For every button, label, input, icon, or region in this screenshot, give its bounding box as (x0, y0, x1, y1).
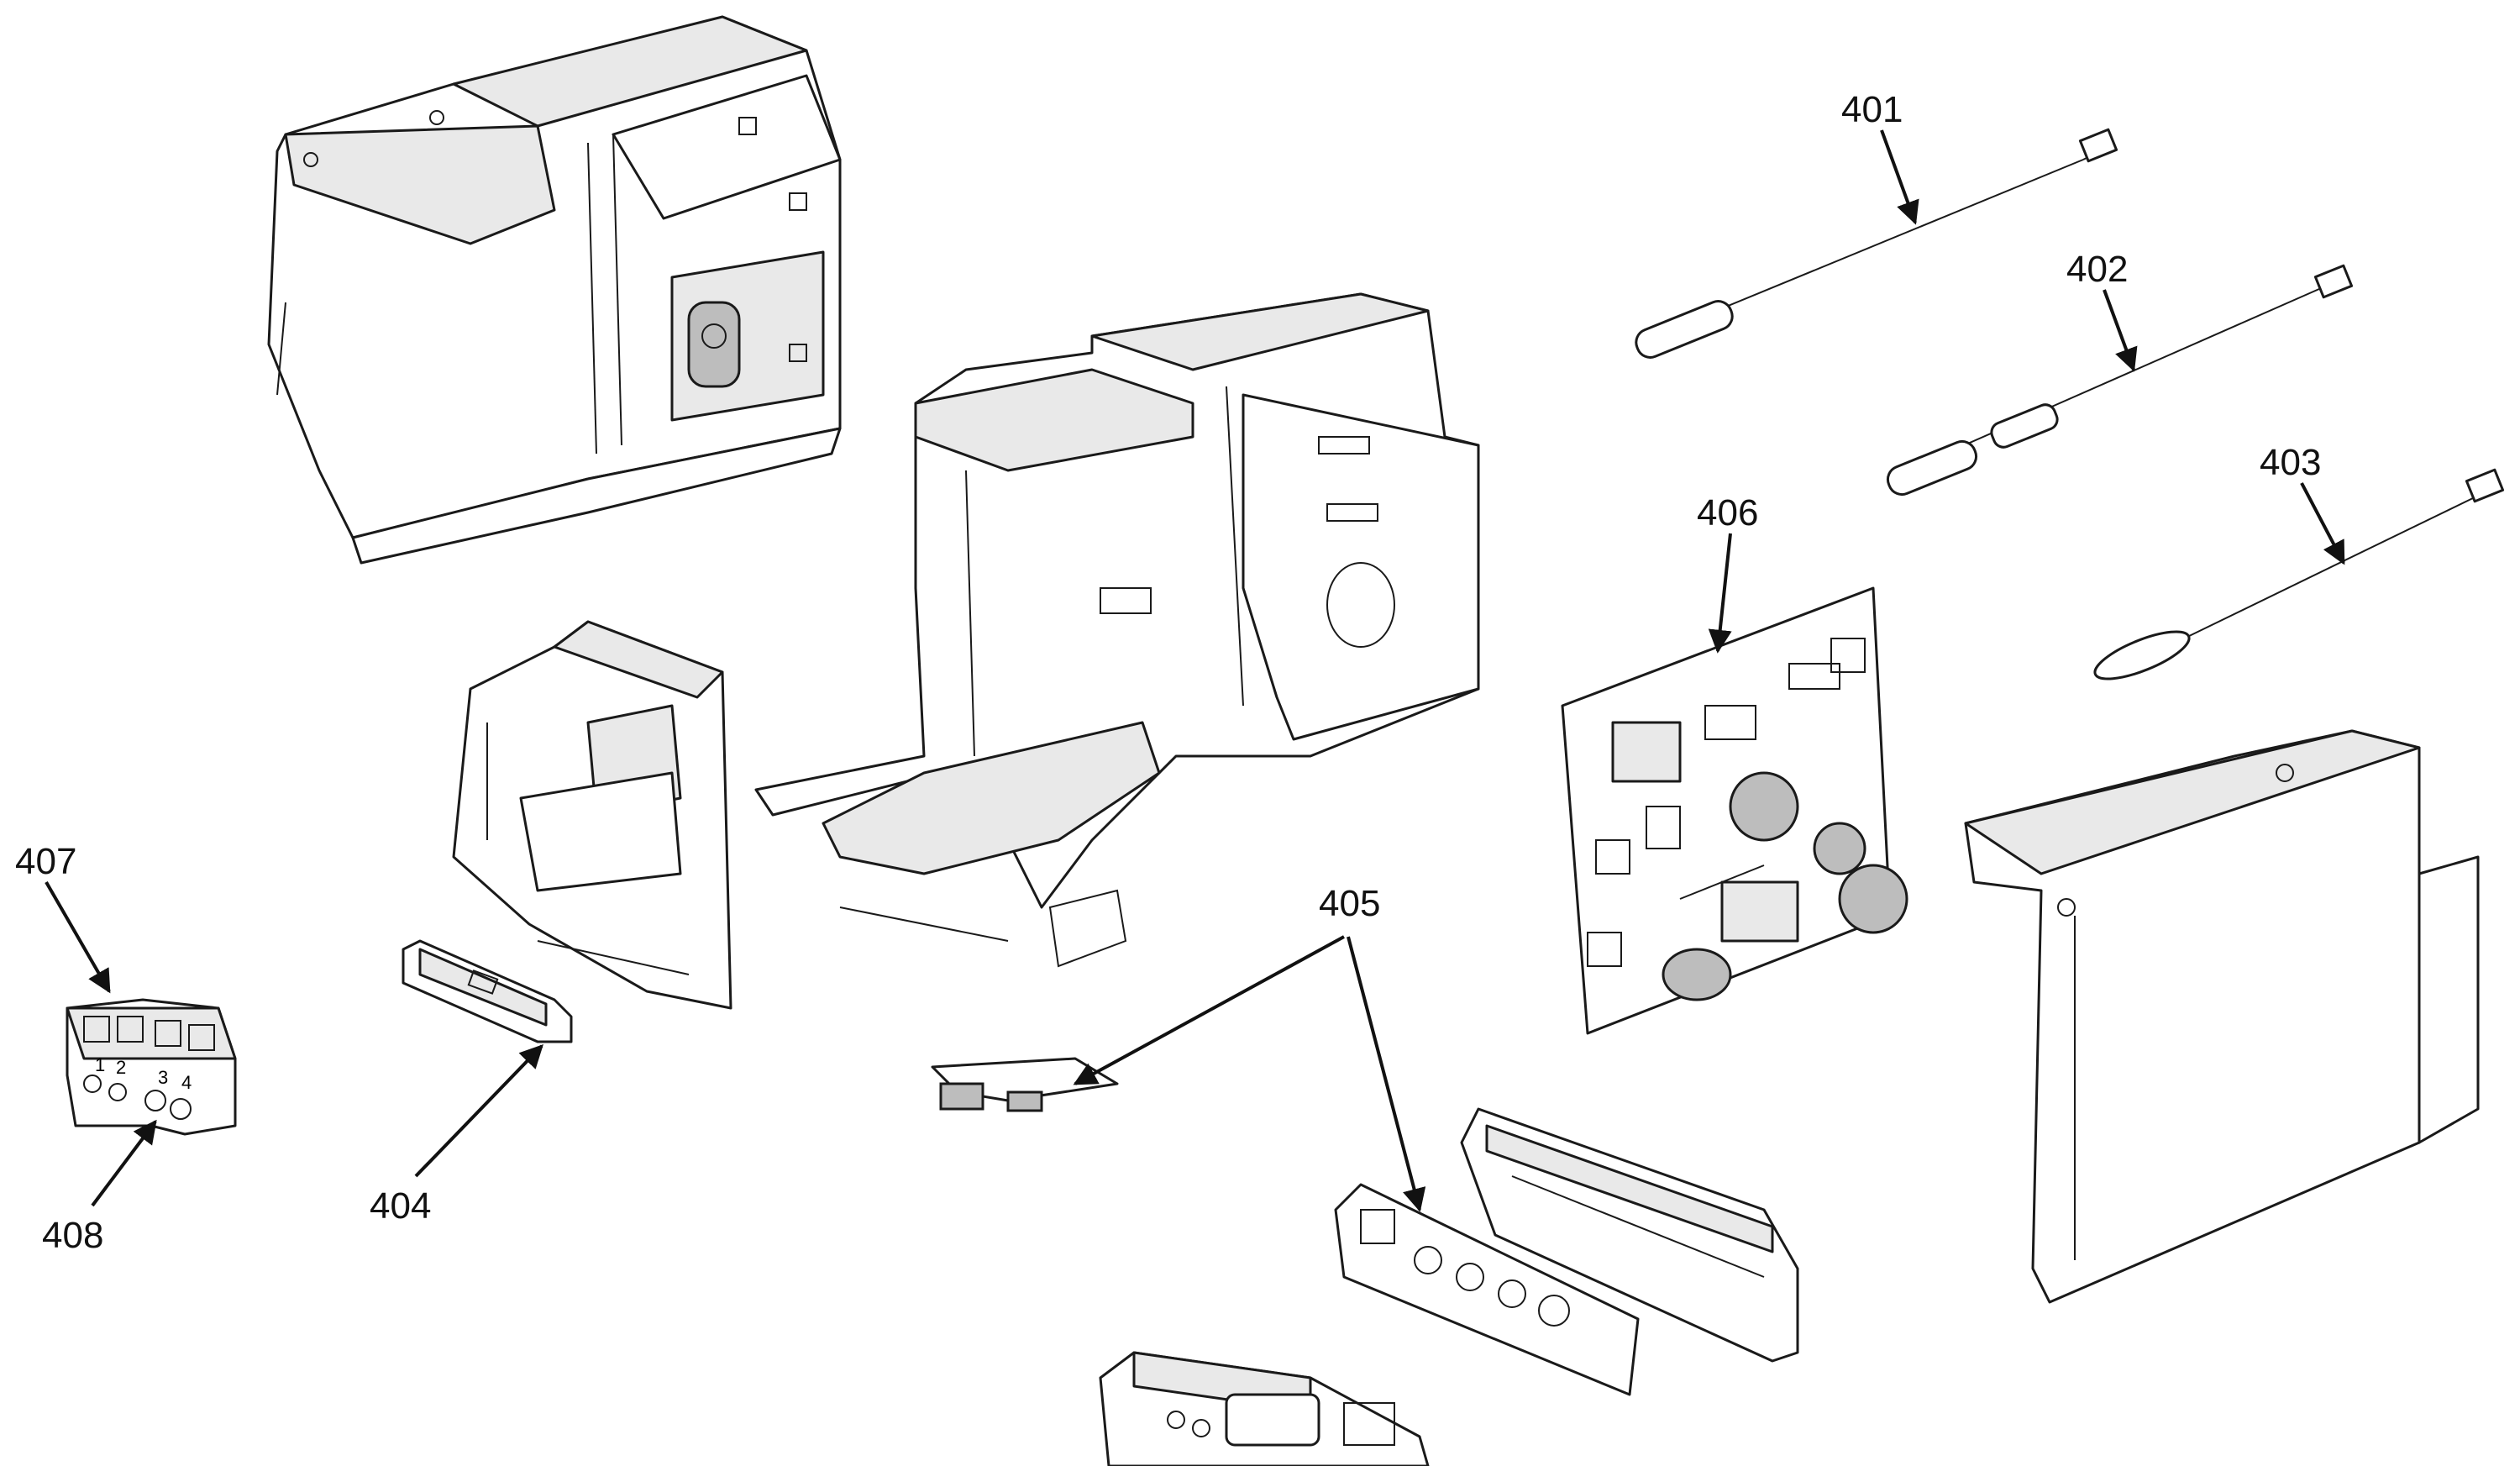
terminal-mark-4: 4 (181, 1072, 192, 1093)
leader-408 (91, 1119, 157, 1207)
callout-labels: 401 402 403 406 405 404 407 408 (15, 89, 2321, 1256)
connector-cover-404 (402, 939, 573, 1043)
callout-408: 408 (42, 1215, 103, 1256)
display-frame (1460, 1107, 1799, 1363)
temperature-sensor-401 (1635, 128, 2118, 359)
callout-406: 406 (1697, 492, 1758, 533)
temperature-sensor-402 (1886, 264, 2354, 497)
callout-405: 405 (1319, 883, 1380, 924)
callout-401: 401 (1841, 89, 1903, 130)
terminal-mark-1: 1 (95, 1054, 105, 1075)
plastic-control-housing (754, 292, 1480, 968)
leader-406 (1708, 533, 1732, 654)
leader-lines (45, 129, 2345, 1212)
terminal-support-bracket (452, 620, 732, 1010)
leader-407 (45, 881, 111, 994)
electrical-box-cover (1964, 729, 2480, 1304)
leader-403 (2300, 482, 2345, 565)
leader-402 (2103, 289, 2138, 372)
callout-402: 402 (2066, 249, 2128, 290)
leader-404 (414, 1043, 543, 1178)
terminal-mark-3: 3 (158, 1067, 168, 1088)
leader-405-b (1347, 936, 1426, 1212)
display-panel-front (1099, 1351, 1430, 1466)
callout-404: 404 (370, 1185, 431, 1227)
terminal-block: 1 2 3 4 (66, 998, 237, 1136)
control-pcb-406 (1561, 586, 1908, 1035)
leader-405-a (1073, 935, 1345, 1085)
terminal-mark-2: 2 (116, 1057, 126, 1078)
leader-401 (1880, 129, 1919, 225)
display-pcb-board (1334, 1183, 1640, 1396)
callout-403: 403 (2260, 442, 2321, 483)
display-pcb-small (931, 1057, 1119, 1112)
electrical-box-bracket (267, 15, 842, 565)
callout-407: 407 (15, 841, 76, 882)
temperature-sensor-403 (2093, 468, 2505, 680)
